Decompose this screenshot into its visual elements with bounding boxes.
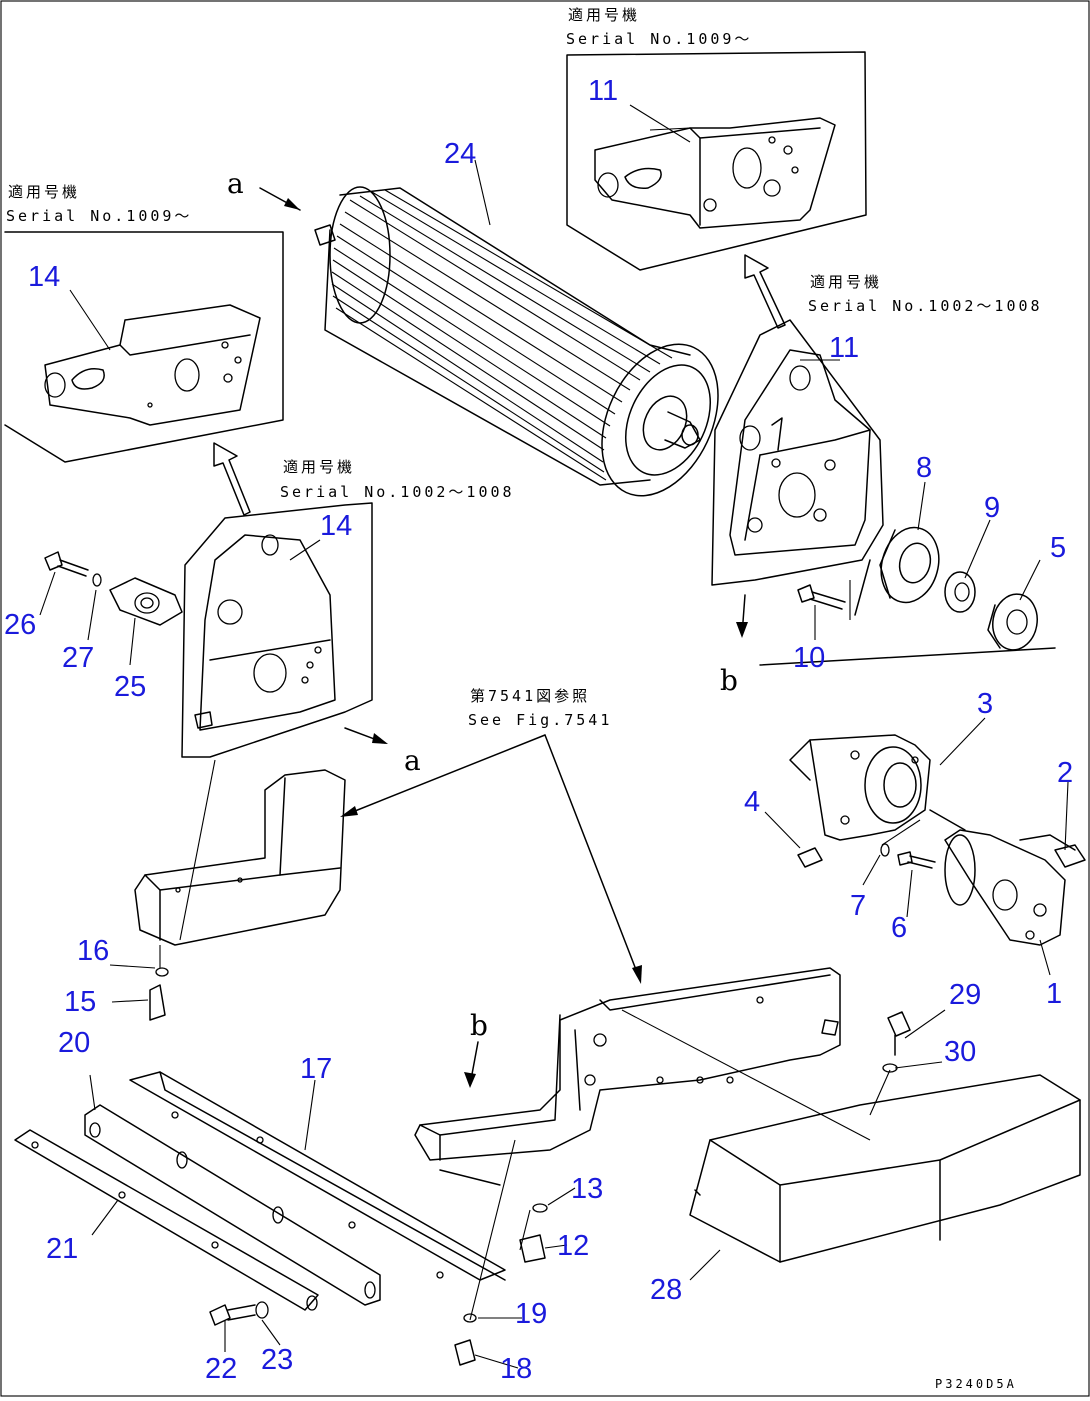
assembly-lines [159, 580, 921, 1321]
callout-14-lower: 14 [320, 510, 352, 542]
leader-3-frame [789, 739, 811, 781]
callout-11-lower: 11 [829, 332, 859, 364]
note-see-fig-jp: 第7541図参照 [470, 687, 590, 705]
callout-29: 29 [949, 979, 981, 1011]
callout-17: 17 [300, 1053, 332, 1085]
leader-motor [929, 809, 966, 831]
callout-2: 2 [1057, 757, 1073, 789]
callout-14-upper: 14 [28, 261, 60, 293]
washer-13 [532, 1203, 548, 1213]
bolt-18 [454, 1339, 476, 1366]
detail-box-bracket-11-upper [566, 51, 867, 271]
callout-15: 15 [64, 986, 96, 1018]
leader-10 [854, 559, 871, 616]
note-mid-left-en: Serial No.1002～1008 [280, 483, 515, 501]
bracket-11-lower [711, 319, 884, 586]
bolt-26 [44, 551, 89, 577]
leader-5 [759, 647, 1056, 666]
callout-24: 24 [444, 138, 476, 170]
callout-5: 5 [1050, 532, 1066, 564]
callout-30: 30 [944, 1036, 976, 1068]
washer-27 [92, 573, 102, 587]
coupling-5 [987, 593, 1038, 651]
bolt-15 [149, 984, 166, 1021]
note-top-jp: 適用号機 [568, 6, 640, 24]
fitting-4 [797, 847, 823, 868]
note-top-en: Serial No.1009～ [566, 30, 752, 48]
rail-17 [129, 1071, 506, 1281]
seal-ring-8 [879, 526, 940, 604]
ring-9 [944, 571, 976, 613]
callout-9: 9 [984, 492, 1000, 524]
callout-26: 26 [4, 609, 36, 641]
drawing-code: P3240D5A [935, 1377, 1017, 1391]
ref-letter-b-bottom: b [470, 1009, 488, 1042]
ref-letter-b-top: b [720, 664, 738, 697]
callout-11-upper: 11 [588, 75, 618, 107]
callout-25: 25 [114, 671, 146, 703]
note-left-en: Serial No.1009～ [6, 207, 192, 225]
bolt-12 [519, 1234, 546, 1263]
callout-28: 28 [650, 1274, 682, 1306]
callout-7: 7 [850, 890, 866, 922]
arrows [213, 187, 786, 1088]
washer-16 [155, 967, 169, 977]
washer-7 [880, 843, 890, 857]
roller-drum-24 [314, 186, 719, 497]
washer-23 [255, 1301, 269, 1319]
callout-4: 4 [744, 786, 760, 818]
note-see-fig-en: See Fig.7541 [468, 711, 612, 729]
hydraulic-motor-1 [944, 829, 1076, 946]
callout-12: 12 [557, 1230, 589, 1262]
bolt-22 [209, 1304, 256, 1326]
bracket-14-lower [181, 502, 373, 758]
callout-3: 3 [977, 688, 993, 720]
frame-assembly [414, 967, 841, 1186]
callout-18: 18 [500, 1353, 532, 1385]
note-mid-right-en: Serial No.1002～1008 [808, 297, 1043, 315]
bolt-29 [887, 1011, 911, 1056]
callout-21: 21 [46, 1233, 78, 1265]
cover-28 [689, 1074, 1081, 1263]
callout-19: 19 [515, 1298, 547, 1330]
bolt-6 [897, 851, 936, 869]
note-mid-left-jp: 適用号機 [283, 458, 355, 476]
note-mid-right-jp: 適用号機 [810, 273, 882, 291]
callout-labels: 1 2 3 4 5 6 7 8 9 10 11 11 12 13 14 14 1… [4, 75, 1073, 1385]
ref-letter-a-bottom: a [404, 744, 421, 777]
rail-21 [14, 1129, 319, 1311]
plug-2 [1054, 844, 1086, 868]
rail-20 [84, 1104, 381, 1306]
note-left-jp: 適用号機 [8, 183, 80, 201]
callout-20: 20 [58, 1027, 90, 1059]
callout-6: 6 [891, 912, 907, 944]
callout-22: 22 [205, 1353, 237, 1385]
detail-box-bracket-14-upper [4, 231, 284, 463]
ref-letter-a-top: a [227, 167, 244, 200]
callout-16: 16 [77, 935, 109, 967]
motor-mount-3 [809, 734, 931, 841]
bolt-10 [797, 584, 846, 610]
callout-23: 23 [261, 1344, 293, 1376]
callout-13: 13 [571, 1173, 603, 1205]
callout-10: 10 [793, 642, 825, 674]
callout-8: 8 [916, 452, 932, 484]
frame-member-left [134, 769, 346, 946]
callout-1: 1 [1046, 978, 1062, 1010]
flange-bearing-25 [109, 577, 183, 626]
washer-19 [463, 1313, 477, 1323]
callout-leaders [39, 104, 1069, 1369]
callout-27: 27 [62, 642, 94, 674]
